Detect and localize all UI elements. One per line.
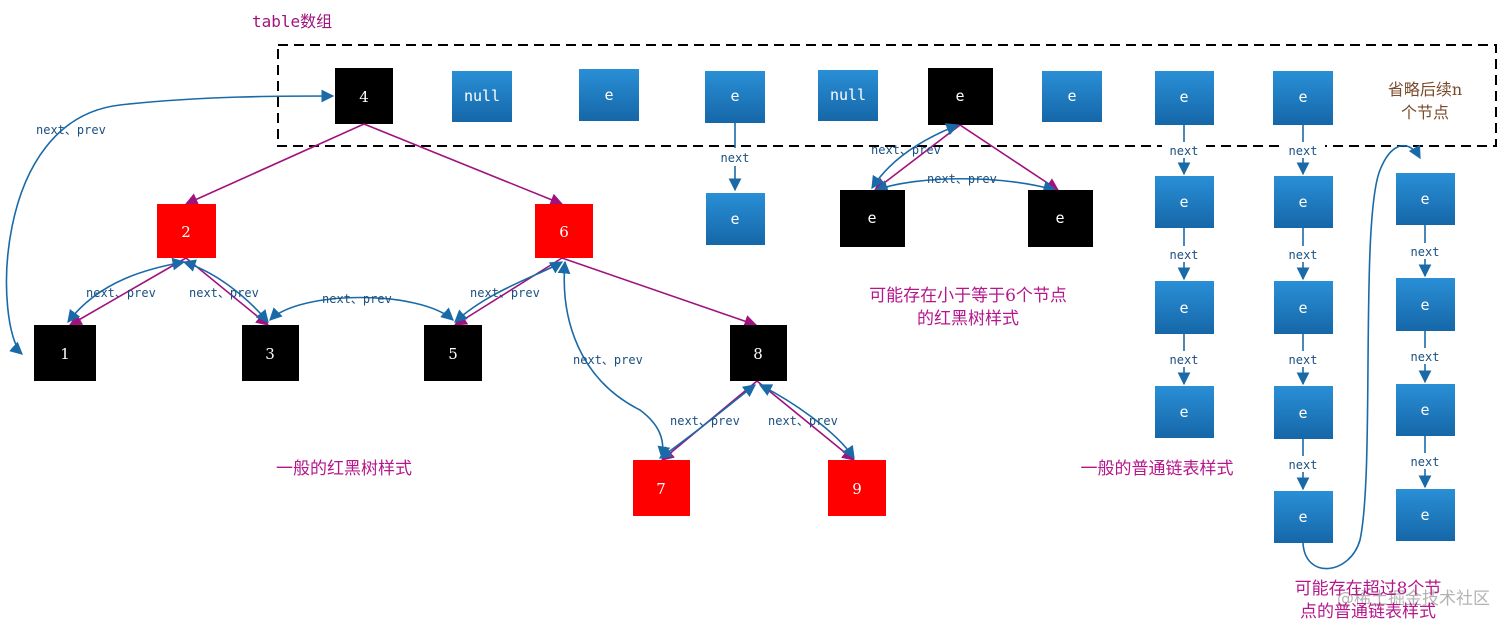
list7-node-2: e (1155, 281, 1214, 334)
edge-label-7-8: next、prev (670, 414, 740, 428)
tree-node-label: 6 (559, 223, 569, 241)
caption-small-rbtree-line2: 的红黑树样式 (917, 309, 1019, 329)
caption-general-rbtree: 一般的红黑树样式 (276, 459, 412, 479)
omitted-nodes-note-line1: 省略后续n (1388, 80, 1462, 99)
slot-label: e (1298, 88, 1307, 106)
chain-node-label: e (1298, 508, 1307, 526)
edge-label-list9-3: next (1411, 455, 1440, 469)
chain-node-label: e (1420, 296, 1429, 314)
tree-link-edges (5, 89, 855, 460)
edge-label-slot3: next (721, 151, 750, 165)
edge-label-small-tree-parent: next、prev (871, 143, 941, 157)
small-tree-node-right: e (1028, 190, 1093, 247)
edge-label-4-1: next、prev (36, 123, 106, 137)
chain-node-label: e (1420, 190, 1429, 208)
tree-node-label: 1 (60, 345, 70, 363)
chain-node-label: e (1420, 401, 1429, 419)
chain-node-label: e (1179, 193, 1188, 211)
caption-long-list-line1: 可能存在超过8个节 (1295, 579, 1442, 599)
edge-label-list9-2: next (1411, 350, 1440, 364)
tree-edges (68, 123, 855, 461)
array-slot-8: e (1273, 71, 1333, 125)
list8-node-4: e (1274, 491, 1333, 543)
tree-node-label: 7 (656, 480, 666, 498)
list8-node-2: e (1274, 281, 1333, 334)
list8-node-1: e (1274, 176, 1333, 228)
tree-node-2: 2 (157, 204, 216, 258)
tree-node-1: 1 (34, 325, 96, 381)
chain-node-label: e (730, 210, 739, 228)
small-tree-link-edges (871, 123, 1057, 194)
edge-label-list7-2: next (1170, 248, 1199, 262)
edge-label-1-2: next、prev (86, 286, 156, 300)
edge-label-list9-1: next (1411, 245, 1440, 259)
array-slot-0: 4 (335, 68, 393, 124)
tree-node-label: 9 (852, 480, 862, 498)
slot-label: e (955, 87, 964, 105)
watermark: @稀土掘金技术社区 (1337, 589, 1490, 609)
edge-label-list7-3: next (1170, 353, 1199, 367)
list9-node-3: e (1396, 384, 1455, 436)
tree-node-label: 3 (265, 345, 275, 363)
array-slot-6: e (1042, 71, 1102, 122)
caption-small-rbtree-line1: 可能存在小于等于6个节点 (869, 286, 1067, 306)
slot-label: 4 (359, 88, 369, 106)
tree-node-label: 2 (181, 223, 191, 241)
edge-label-6-7: next、prev (573, 353, 643, 367)
list8-node-3: e (1274, 386, 1333, 439)
chain-node-label: e (1179, 403, 1188, 421)
tree-node-3: 3 (242, 325, 299, 381)
slot-label: e (1067, 87, 1076, 105)
tree-node-9: 9 (828, 460, 886, 516)
omitted-nodes-note-line2: 个节点 (1401, 103, 1449, 122)
chain-node-label: e (1420, 506, 1429, 524)
slot-label: e (730, 87, 739, 105)
slot-label: null (830, 86, 866, 104)
small-tree-node-label: e (1055, 209, 1064, 227)
edge-label-small-tree-sibling: next、prev (927, 172, 997, 186)
chain-node-label: e (1298, 404, 1307, 422)
table-array-title: table数组 (252, 12, 332, 31)
edge-label-5-6: next、prev (470, 286, 540, 300)
edge-label-list8-1: next (1289, 144, 1318, 158)
list-wrap-arrow (1302, 144, 1421, 570)
caption-general-list: 一般的普通链表样式 (1081, 459, 1234, 479)
array-slot-5: e (928, 68, 993, 125)
list9-node-1: e (1396, 173, 1455, 225)
array-slot-4: null (818, 70, 878, 121)
tree-node-5: 5 (424, 325, 482, 381)
slot-label: e (604, 86, 613, 104)
list9-node-2: e (1396, 278, 1455, 331)
chain-node-label: e (1298, 299, 1307, 317)
edge-label-list8-4: next (1289, 458, 1318, 472)
slot-label: e (1179, 88, 1188, 106)
tree-node-label: 5 (448, 345, 458, 363)
list9-node-4: e (1396, 489, 1455, 541)
edge-label-list7-1: next (1170, 144, 1199, 158)
edge-label-3-5: next、prev (322, 292, 392, 306)
tree-node-label: 8 (753, 345, 763, 363)
array-slot-2: e (579, 69, 639, 121)
edge-label-list8-3: next (1289, 353, 1318, 367)
tree-node-6: 6 (535, 204, 593, 258)
array-slot-3: e (705, 71, 765, 123)
edge-label-2-3: next、prev (189, 286, 259, 300)
small-tree-node-left: e (840, 190, 905, 247)
tree-node-7: 7 (633, 460, 690, 516)
list7-node-3: e (1155, 386, 1214, 438)
array-slot-1: null (452, 71, 512, 122)
caption-long-list-line2: 点的普通链表样式 (1300, 602, 1436, 622)
edge-label-list8-2: next (1289, 248, 1318, 262)
slot3-chain-node: e (706, 193, 765, 245)
list7-node-1: e (1155, 176, 1214, 228)
edge-label-8-9: next、prev (768, 414, 838, 428)
array-slot-7: e (1155, 71, 1214, 125)
chain-node-label: e (1179, 299, 1188, 317)
small-tree-node-label: e (867, 209, 876, 227)
slot-label: null (464, 87, 500, 105)
chain-node-label: e (1298, 193, 1307, 211)
tree-node-8: 8 (730, 325, 787, 381)
